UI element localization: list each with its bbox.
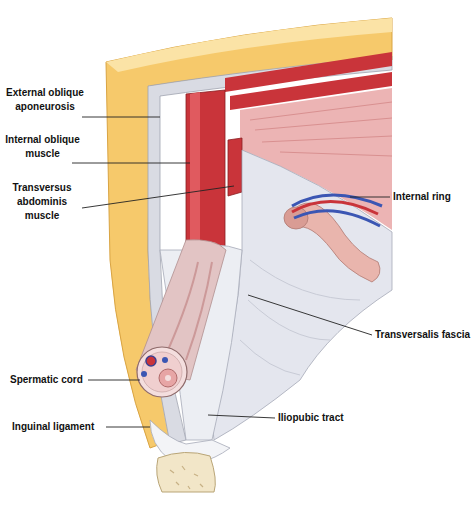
part-label: Internal oblique muscle — [5, 133, 80, 161]
leader-line — [208, 415, 275, 418]
vas-lumen — [165, 375, 171, 381]
cord-vessels — [168, 262, 212, 360]
vas-section — [159, 369, 177, 387]
part-label: Inguinal ligament — [12, 420, 108, 434]
leader-line — [350, 197, 390, 198]
internal-ring-cord — [285, 203, 380, 282]
muscle-highlight — [190, 92, 200, 250]
transversus-block — [228, 138, 242, 196]
vein-section — [141, 371, 147, 377]
part-label: Iliopubic tract — [278, 411, 368, 425]
leader-line — [82, 117, 160, 118]
pubic-bone — [157, 452, 216, 492]
vein — [294, 211, 380, 226]
vein-section — [162, 357, 168, 363]
artery-section — [146, 356, 156, 366]
transversalis-fascia — [212, 150, 392, 440]
part-label: Internal ring — [393, 190, 473, 204]
leader-line — [72, 163, 190, 164]
cord-inner — [142, 352, 182, 392]
muscle-fibers — [250, 102, 392, 156]
part-label: Transversalis fascia — [375, 328, 475, 342]
part-label: Transversus abdominis muscle — [2, 181, 82, 223]
leader-line — [248, 295, 372, 335]
fascia-fibers — [240, 260, 360, 375]
part-label: Spermatic cord — [10, 373, 90, 387]
leader-line — [106, 427, 150, 428]
leader-lines — [72, 117, 390, 427]
cord-cross-section — [137, 347, 187, 397]
leader-line — [88, 380, 140, 381]
subcutaneous-fat — [106, 18, 392, 448]
part-label: External oblique aponeurosis — [5, 86, 85, 114]
bone-texture — [170, 466, 203, 489]
leader-line — [82, 186, 234, 208]
internal-oblique-block — [186, 90, 225, 250]
